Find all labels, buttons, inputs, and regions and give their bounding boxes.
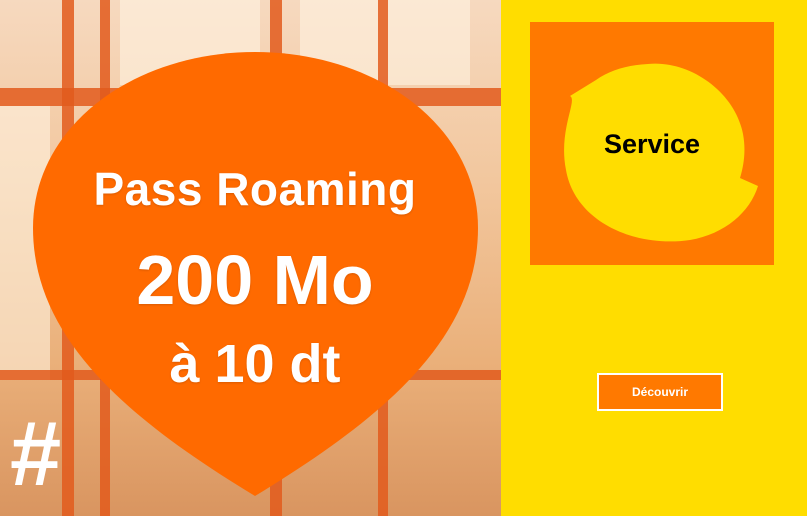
promo-banner[interactable]: Pass Roaming 200 Mo à 10 dt # xyxy=(0,0,501,516)
service-tile[interactable]: Service xyxy=(530,22,774,265)
service-label: Service xyxy=(603,129,701,159)
service-panel: Service Découvrir xyxy=(501,0,807,516)
promo-title: Pass Roaming xyxy=(93,163,417,215)
service-circle-icon xyxy=(564,63,758,242)
discover-button[interactable]: Découvrir xyxy=(597,373,723,411)
promo-volume: 200 Mo xyxy=(136,241,374,319)
promo-price: à 10 dt xyxy=(169,334,341,394)
hashtag-icon: # xyxy=(10,403,62,505)
speech-bubble-shape xyxy=(33,52,478,496)
